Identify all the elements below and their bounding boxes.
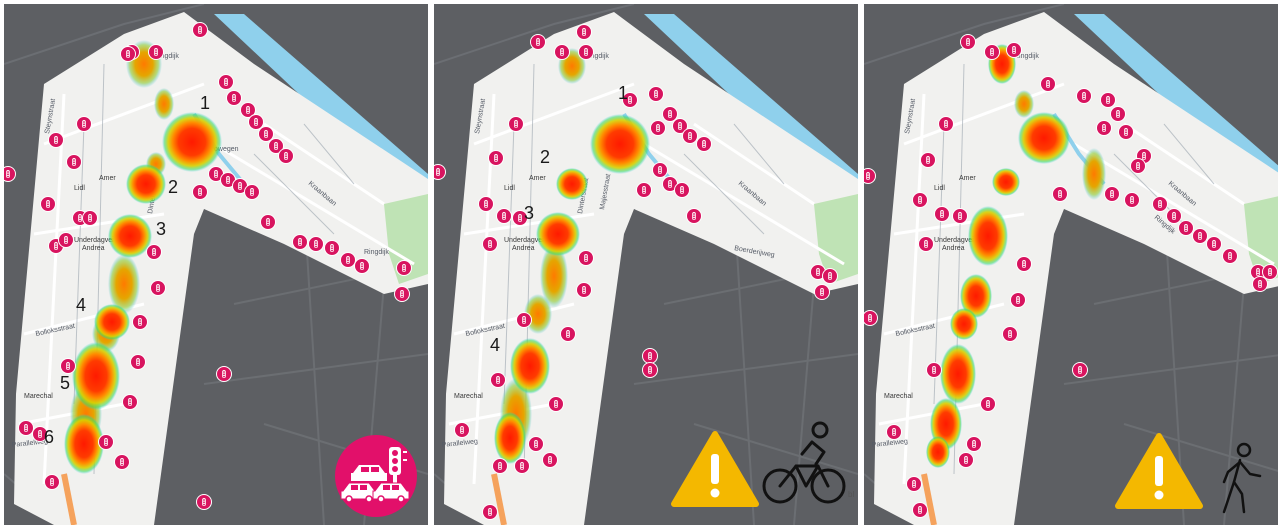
hotspot-label: 4 [76,295,87,315]
poi-label: Marechal [24,393,53,400]
hotspot-label: 1 [200,93,211,113]
map-panel-cyclist: Steynstraat Lidl Amer Underdagvei Andrea… [434,4,858,525]
hotspot-label: 2 [540,147,551,167]
warning-triangle-icon [1115,433,1203,509]
poi-label: Andrea [512,245,535,252]
hotspot-label: 1 [618,83,629,103]
street-label: Ringdijk [584,53,609,60]
poi-label: Andrea [942,245,965,252]
poi-label: Underdagvei [934,237,974,244]
street-label: Amer [529,175,546,182]
poi-label: Marechal [884,393,913,400]
poi-label: Andrea [82,245,105,252]
street-label: Ringdijk [154,53,179,60]
poi-label: Underdagvei [74,237,114,244]
poi-label: Lidl [504,185,515,192]
street-label: Parallelweg [441,438,478,449]
bicycle-icon [762,421,846,504]
hotspot-label: 6 [44,427,55,447]
street-label: Amer [959,175,976,182]
hotspot-label: 5 [60,373,71,393]
hotspot-label: 3 [524,203,535,223]
hotspot-label: 2 [168,177,179,197]
poi-label: Marechal [454,393,483,400]
heatmap-map: Steynstraat Lidl Amer Underdagvei Andrea… [4,4,428,525]
map-panel-pedestrian: Steynstraat Lidl Amer Underdagvei Andrea… [864,4,1278,525]
street-label: Ringdijk [1014,53,1039,60]
street-label: owegen [214,146,239,153]
map-panel-traffic: Steynstraat Lidl Amer Underdagvei Andrea… [4,4,428,525]
heatmap-map: Steynstraat Lidl Amer Underdagvei Andrea… [864,4,1278,525]
poi-label: Lidl [74,185,85,192]
street-label: Amer [99,175,116,182]
poi-label: Lidl [934,185,945,192]
street-label: Ringdijk [364,249,389,256]
street-label: Parallelweg [871,438,908,449]
poi-label: Underdagvei [504,237,544,244]
warning-triangle-icon [671,431,759,507]
street-label: Parallelweg [11,438,48,449]
traffic-car-icon [335,435,417,517]
stray-text: bl [848,490,855,499]
heatmap-layer [494,48,650,464]
pedestrian-icon [1222,442,1262,514]
hotspot-label: 4 [490,335,501,355]
hotspot-label: 3 [156,219,167,239]
heatmap-layer [926,44,1106,468]
heatmap-map: Steynstraat Lidl Amer Underdagvei Andrea… [434,4,858,525]
